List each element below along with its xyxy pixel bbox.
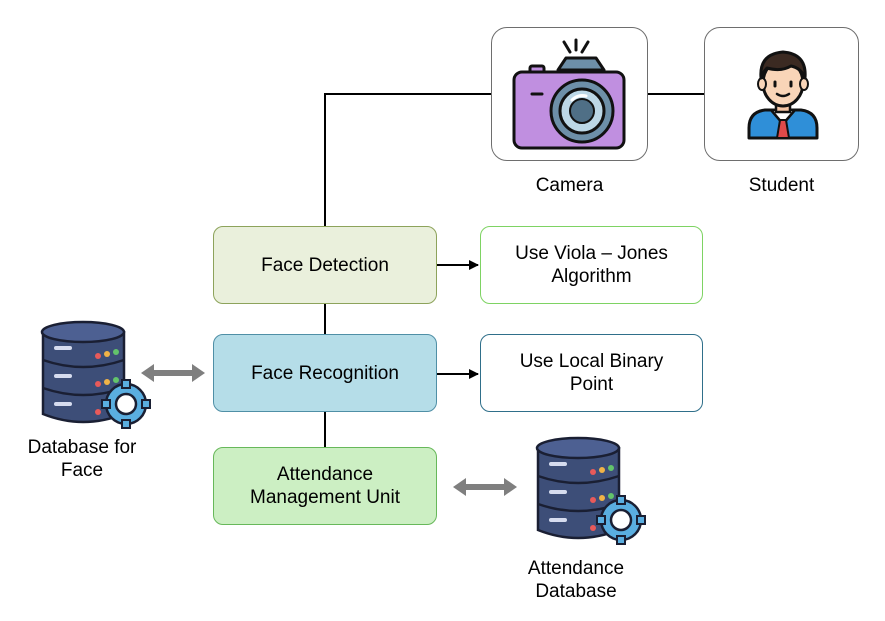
attendance-db-line2: Database	[535, 581, 617, 602]
attendance-database-icon	[535, 436, 646, 545]
face-db-line1: Database for	[27, 437, 137, 458]
attendance-db-label: Attendance Database	[500, 557, 652, 603]
student-label: Student	[748, 175, 815, 196]
face-database-icon	[40, 320, 151, 429]
double-arrow-attendancedb	[453, 478, 517, 496]
face-db-label: Database for Face	[6, 436, 158, 482]
face-recognition-label: Face Recognition	[251, 362, 399, 384]
viola-jones-box: Use Viola – Jones Algorithm	[480, 226, 703, 304]
camera-icon	[512, 38, 626, 150]
face-detection-label: Face Detection	[261, 254, 389, 276]
attendance-db-line1: Attendance	[527, 558, 625, 579]
viola-jones-line2: Algorithm	[551, 266, 632, 287]
lbp-line1: Use Local Binary	[519, 351, 664, 372]
attendance-unit-box: Attendance Management Unit	[213, 447, 437, 525]
lbp-line2: Point	[569, 374, 614, 395]
viola-jones-line1: Use Viola – Jones	[515, 243, 668, 264]
double-arrow-facedb	[141, 364, 205, 382]
attendance-unit-line1: Attendance	[276, 464, 374, 485]
camera-box	[491, 27, 648, 161]
camera-label: Camera	[535, 175, 604, 196]
student-icon	[747, 50, 819, 140]
attendance-unit-line2: Management Unit	[250, 487, 400, 508]
face-detection-box: Face Detection	[213, 226, 437, 304]
student-box	[704, 27, 859, 161]
face-recognition-box: Face Recognition	[213, 334, 437, 412]
lbp-box: Use Local Binary Point	[480, 334, 703, 412]
face-db-line2: Face	[60, 460, 104, 481]
